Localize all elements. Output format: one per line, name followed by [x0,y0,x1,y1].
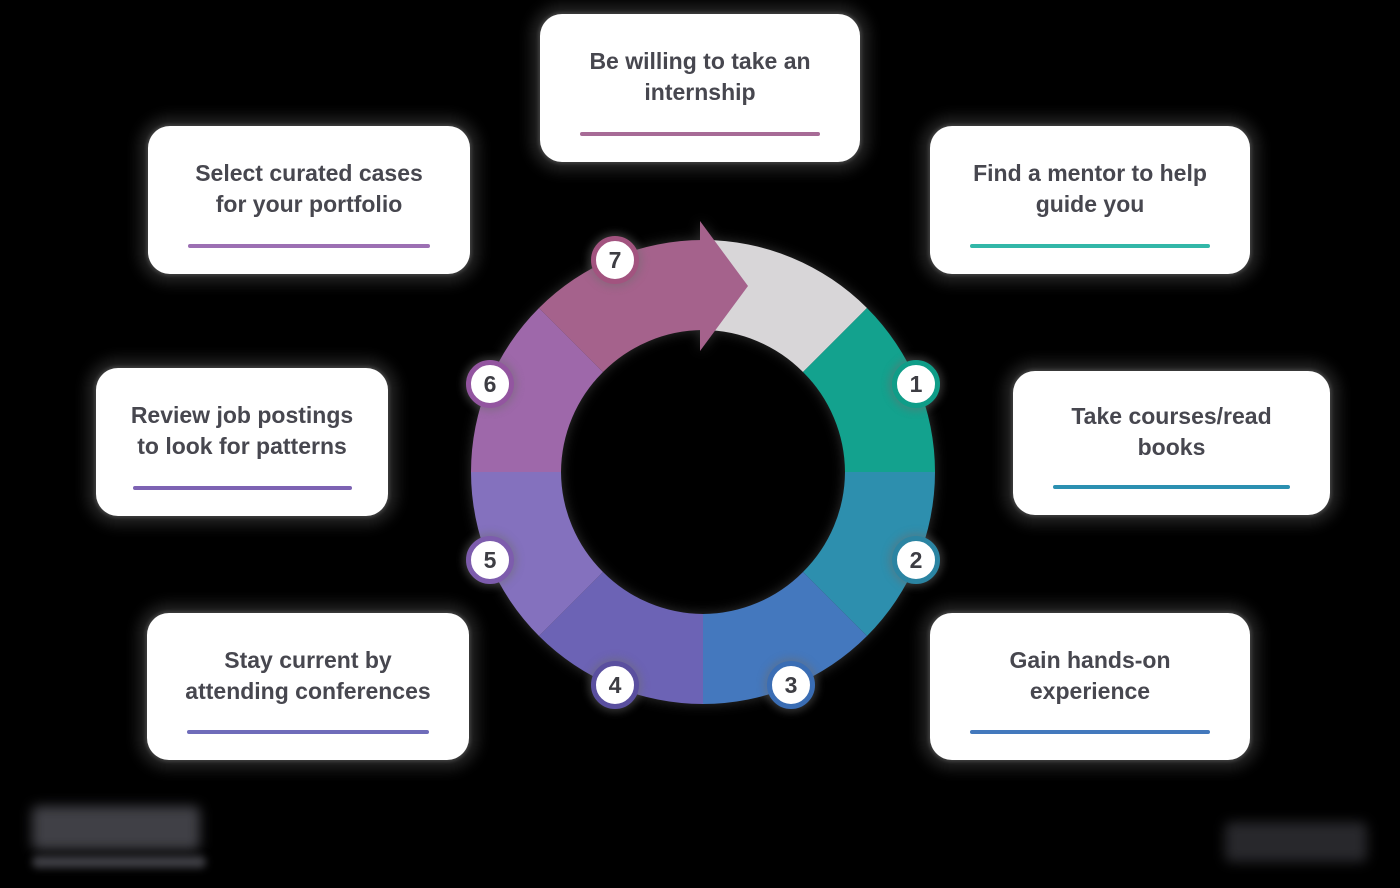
ring-segment-4 [539,572,703,704]
blurred-wordmark-left [32,806,200,850]
step-badge-5: 5 [466,536,514,584]
ring-gray-segment [703,240,867,372]
step-badge-3: 3 [767,661,815,709]
step-number: 3 [784,671,798,698]
step-card-3: Gain hands-on experience [930,613,1250,760]
step-number: 7 [608,246,622,273]
step-card-5: Review job postings to look for patterns [96,368,388,516]
step-card-label: Be willing to take an internship [589,48,811,105]
blurred-wordmark-left-tagline [32,856,206,868]
step-number: 2 [909,546,923,573]
step-card-6: Select curated cases for your portfolio [148,126,470,274]
step-card-1: Find a mentor to help guide you [930,126,1250,274]
card-accent-underline [132,486,352,490]
step-number: 1 [909,370,923,397]
step-card-4: Stay current by attending conferences [147,613,469,760]
card-accent-underline [188,244,430,248]
step-badge-2: 2 [892,536,940,584]
blurred-wordmark-right [1225,822,1367,862]
step-card-label: Take courses/read books [1071,403,1272,460]
card-accent-underline [970,730,1210,734]
ring-segment-5 [471,472,603,636]
step-badge-1: 1 [892,360,940,408]
step-number: 6 [483,370,497,397]
step-card-label: Gain hands-on experience [1009,646,1171,704]
ring-arrowhead [700,221,748,351]
card-accent-underline [580,132,820,136]
ring-segment-2 [803,472,935,636]
card-accent-underline [970,244,1210,248]
ring-segment-1 [803,308,935,472]
step-card-7: Be willing to take an internship [540,14,860,162]
step-number: 5 [483,546,497,573]
step-card-label: Select curated cases for your portfolio [195,160,423,217]
card-accent-underline [1052,485,1291,489]
step-card-label: Review job postings to look for patterns [130,402,354,459]
step-card-label: Find a mentor to help guide you [973,160,1207,217]
ring-segment-6 [471,308,603,472]
ring-segment-7 [539,240,703,372]
step-badge-4: 4 [591,661,639,709]
step-number: 4 [608,671,622,698]
card-accent-underline [187,730,429,734]
step-badge-7: 7 [591,236,639,284]
step-badge-6: 6 [466,360,514,408]
ring-segment-3 [703,572,867,704]
step-card-2: Take courses/read books [1013,371,1330,515]
step-card-label: Stay current by attending conferences [185,646,431,704]
